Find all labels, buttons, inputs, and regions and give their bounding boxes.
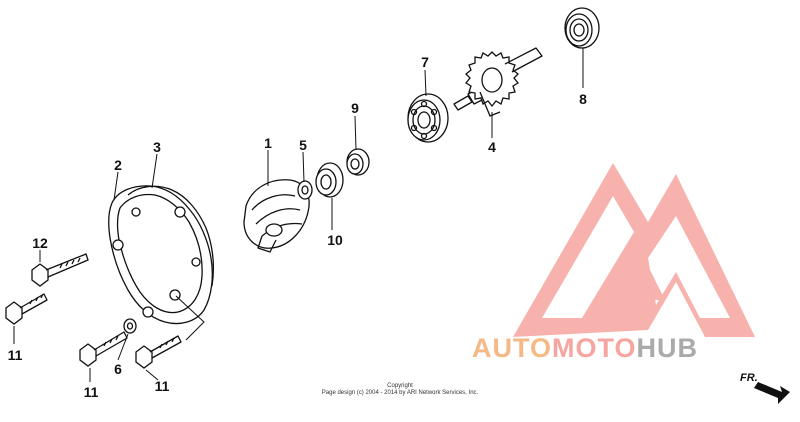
part-1-impeller bbox=[243, 179, 310, 253]
callout-2: 2 bbox=[114, 157, 122, 173]
callout-7: 7 bbox=[421, 54, 429, 70]
callout-1: 1 bbox=[264, 135, 272, 151]
copyright-notice: Page design (c) 2004 - 2014 by ARI Netwo… bbox=[321, 390, 479, 396]
watermark-auto: AUTO bbox=[472, 333, 553, 363]
callout-3: 3 bbox=[153, 139, 161, 155]
copyright-title: Copyright bbox=[387, 383, 413, 389]
leader-lines bbox=[13, 48, 584, 382]
part-8-bearing bbox=[564, 7, 600, 49]
part-11-bolt-a bbox=[5, 293, 48, 325]
part-6-washer bbox=[123, 318, 137, 334]
part-7-bearing bbox=[407, 93, 449, 143]
callout-4: 4 bbox=[488, 139, 496, 155]
callout-11-right: 11 bbox=[155, 378, 170, 394]
callout-11-middle: 11 bbox=[84, 384, 99, 400]
watermark-moto: MOTO bbox=[552, 333, 637, 363]
part-12-bolt bbox=[31, 253, 89, 287]
part-5-washer bbox=[297, 180, 313, 200]
watermark-logo bbox=[513, 163, 755, 337]
callout-12: 12 bbox=[32, 235, 48, 251]
callout-11-left: 11 bbox=[8, 347, 23, 363]
part-9-seal bbox=[346, 148, 370, 176]
front-arrow-icon bbox=[754, 382, 790, 404]
watermark-text: AUTOMOTOHUB bbox=[472, 333, 698, 364]
callout-9: 9 bbox=[351, 100, 359, 116]
part-10-seal bbox=[315, 162, 344, 198]
part-4-shaft-gear bbox=[453, 47, 543, 117]
front-direction-label: FR. bbox=[740, 372, 758, 384]
callout-6: 6 bbox=[114, 361, 122, 377]
part-11-bolt-b bbox=[79, 331, 128, 367]
part-2-cover-gasket bbox=[108, 185, 213, 325]
watermark-hub: HUB bbox=[636, 333, 699, 363]
part-3-gasket bbox=[127, 185, 214, 287]
part-11-bolt-c bbox=[135, 335, 182, 369]
callout-5: 5 bbox=[299, 137, 307, 153]
callout-10: 10 bbox=[327, 232, 343, 248]
callout-8: 8 bbox=[579, 91, 587, 107]
